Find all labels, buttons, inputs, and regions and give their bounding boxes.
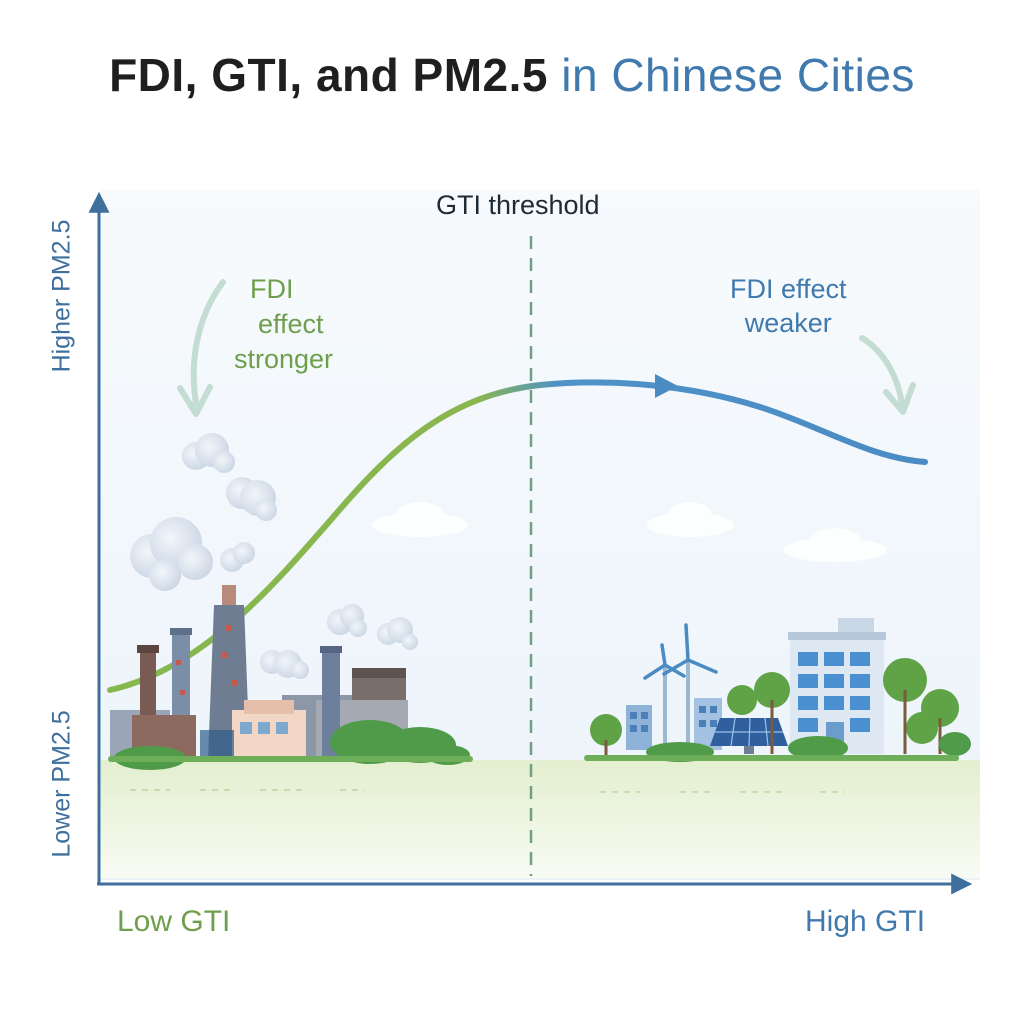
curve-arrow-icon: [655, 374, 678, 398]
y-axis-high-label: Higher PM2.5: [47, 219, 76, 373]
pm25-curve: [107, 379, 928, 693]
annotation-line: effect: [258, 309, 324, 339]
y-axis-low-label: Lower PM2.5: [47, 710, 76, 858]
green-city-icon: [584, 618, 971, 762]
weak-arrow-head-icon: [883, 382, 916, 415]
strong-arrow-icon: [190, 279, 226, 407]
cloud-icon: [372, 502, 887, 562]
annotation-line: FDI effect: [730, 274, 847, 304]
ground-dashes: [130, 789, 845, 793]
weak-arrow-icon: [859, 335, 905, 407]
page-title: FDI, GTI, and PM2.5 in Chinese Cities: [0, 48, 1024, 102]
x-axis-high-label: High GTI: [805, 905, 926, 938]
fdi-weaker-annotation: FDI effect weaker: [730, 272, 847, 340]
annotation-line: stronger: [234, 344, 334, 374]
ground-band: [100, 760, 980, 878]
title-main: FDI, GTI, and PM2.5: [109, 49, 548, 101]
x-axis-low-label: Low GTI: [117, 905, 231, 938]
fdi-stronger-annotation: FDI effect stronger: [234, 272, 333, 377]
strong-arrow-head-icon: [177, 384, 213, 417]
annotation-line: weaker: [744, 308, 832, 338]
threshold-label: GTI threshold: [436, 190, 600, 220]
title-accent: in Chinese Cities: [561, 49, 915, 101]
factory-smokestacks-icon: [108, 433, 473, 770]
annotation-line: FDI: [250, 274, 294, 304]
